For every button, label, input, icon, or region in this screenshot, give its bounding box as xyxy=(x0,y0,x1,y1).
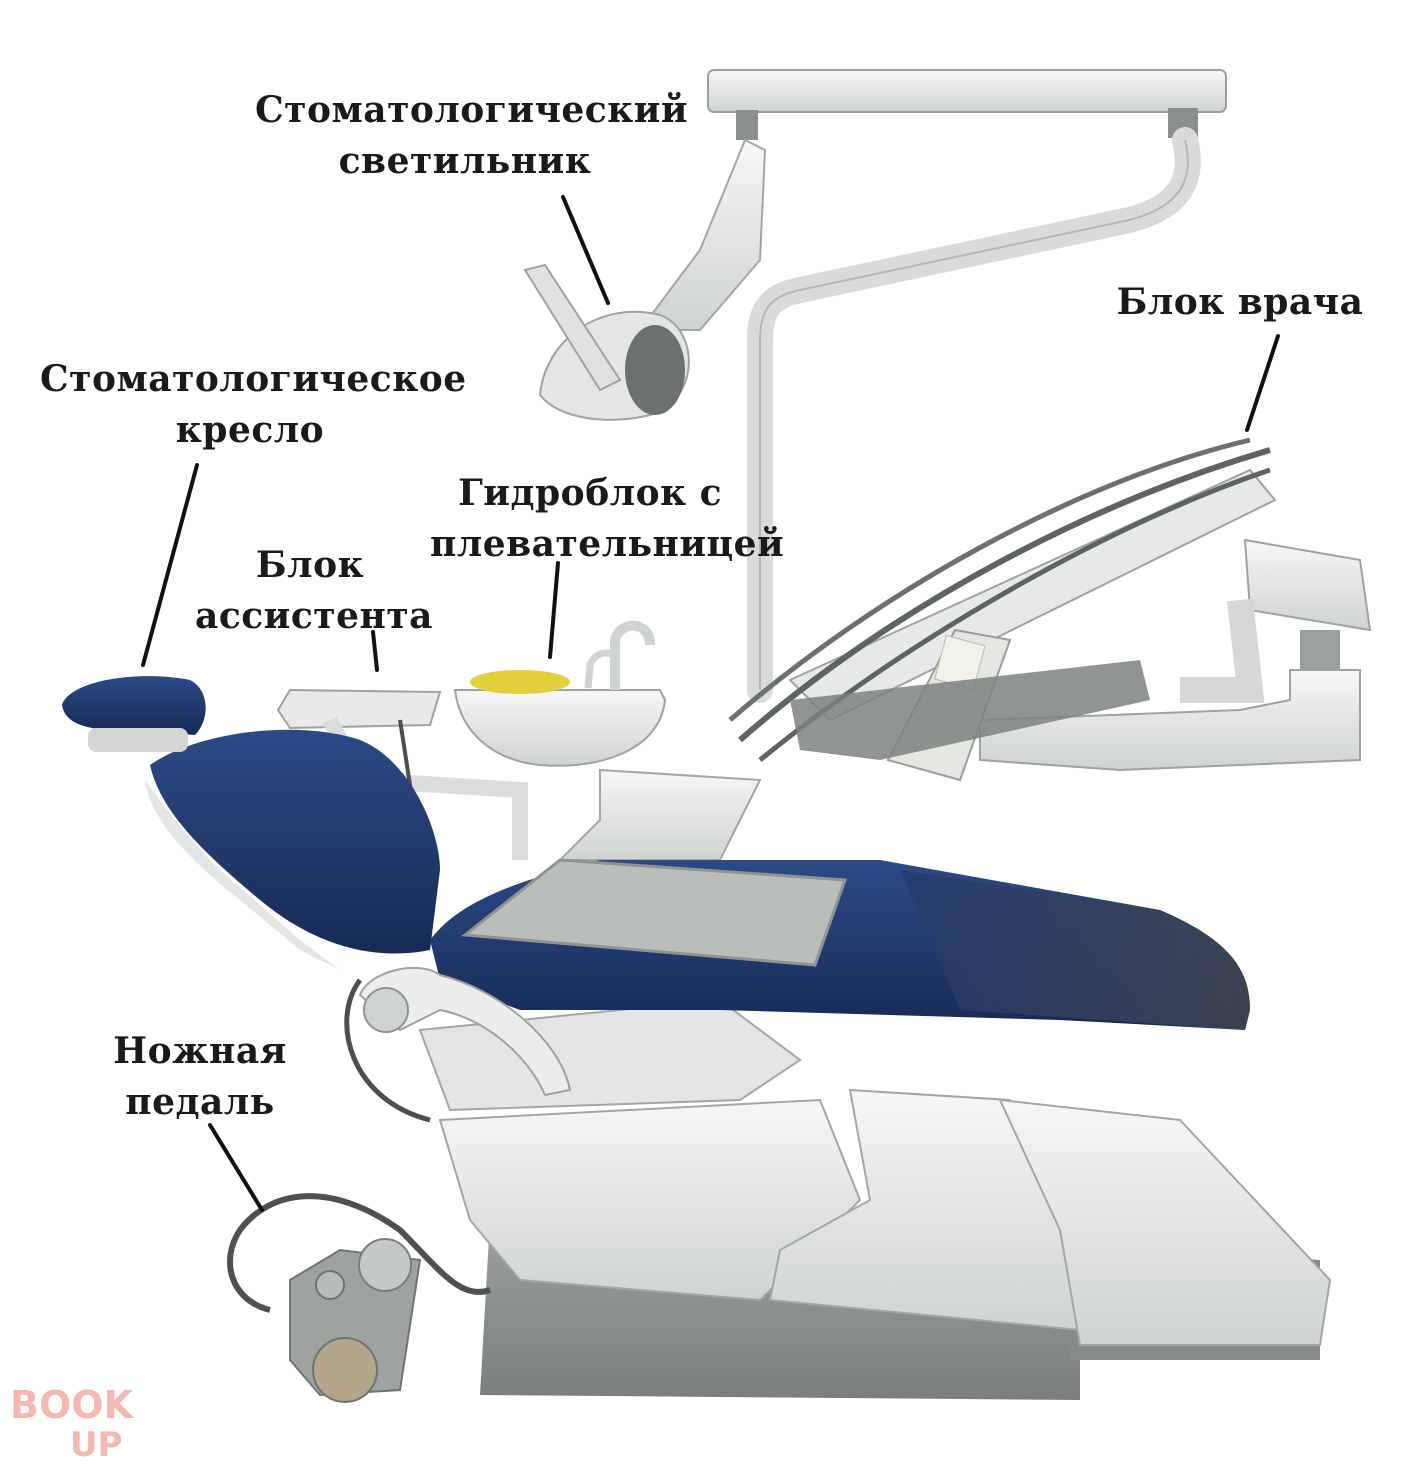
hydro-unit-label-line2: плевательницей xyxy=(430,523,785,565)
foot-pedal-label: Ножная педаль xyxy=(100,1026,300,1128)
doctor-unit-label: Блок врача xyxy=(1110,277,1370,328)
foot-pedal-label-line2: педаль xyxy=(125,1081,275,1123)
assistant-unit-label: Блок ассистента xyxy=(195,540,433,642)
assistant-unit-label-line2: ассистента xyxy=(195,595,433,637)
foot-pedal-pointer xyxy=(208,1123,264,1212)
foot-pedal-assembly xyxy=(227,1193,491,1403)
pointer-lines xyxy=(141,195,1280,1212)
hydro-unit-label-line1: Гидроблок с xyxy=(457,472,723,514)
lamp-label-line2: светильник xyxy=(338,140,592,182)
doctor-unit-label-line1: Блок врача xyxy=(1116,281,1364,323)
lamp-assembly xyxy=(523,69,1227,703)
chair-label-line2: кресло xyxy=(175,409,325,451)
chair-label-line1: Стоматологическое xyxy=(40,358,467,400)
lamp-pointer xyxy=(561,195,610,305)
lamp-label-line1: Стоматологический xyxy=(255,89,689,131)
logo-bottom-text: UP xyxy=(70,1425,123,1460)
lamp-label: Стоматологический светильник xyxy=(255,85,689,187)
foot-pedal-label-line1: Ножная xyxy=(113,1030,287,1072)
doctor-unit-pointer xyxy=(1245,334,1280,432)
hydro-unit-assembly xyxy=(453,620,762,861)
hydro-unit-label: Гидроблок с плевательницей xyxy=(430,468,785,570)
bookup-logo: BOOK UP xyxy=(10,1383,135,1460)
chair-assembly xyxy=(62,676,1332,1400)
doctor-unit-assembly xyxy=(728,437,1372,782)
chair-pointer xyxy=(141,463,199,667)
assistant-unit-label-line1: Блок xyxy=(255,544,365,586)
chair-label: Стоматологическое кресло xyxy=(40,354,467,456)
hydro-unit-pointer xyxy=(548,561,560,659)
assistant-unit-pointer xyxy=(371,630,379,672)
logo-top-text: BOOK xyxy=(10,1383,135,1427)
